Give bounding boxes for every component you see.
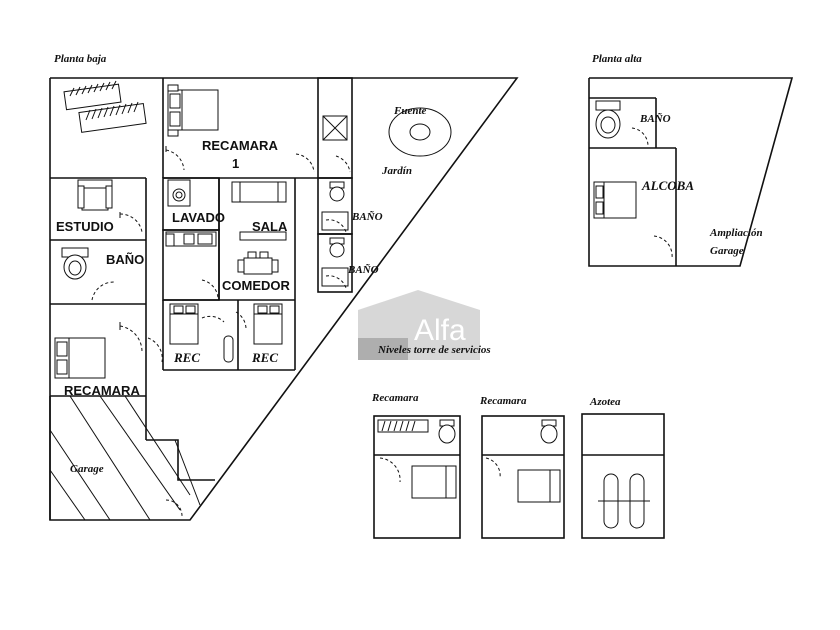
bed-icon — [54, 337, 106, 379]
bano-torre-2-room — [317, 233, 353, 293]
dining-table-icon — [237, 251, 279, 275]
sofa-icon — [231, 181, 287, 241]
planta-alta-title: Planta alta — [592, 53, 642, 65]
upper-floor-plan — [588, 77, 794, 267]
level-recamara-2 — [481, 415, 565, 539]
kitchen-counter-icon — [165, 231, 217, 247]
toilet-icon — [438, 419, 456, 444]
bed-icon — [593, 181, 637, 219]
fuente-label: Fuente — [393, 105, 427, 117]
desk-chair-icon — [77, 179, 113, 211]
recamara-1-label: RECAMARA — [202, 138, 278, 153]
water-tank-icon — [598, 473, 650, 529]
toilet-icon — [595, 100, 621, 139]
comedor-label: COMEDOR — [222, 278, 291, 293]
washer-icon — [167, 179, 191, 207]
bano-torre-1-label: BAÑO — [351, 211, 383, 223]
ampliacion-garage-label: Garage — [710, 245, 744, 257]
level-azotea-label: Azotea — [589, 396, 621, 408]
bano-label: BAÑO — [106, 252, 144, 267]
rec-1-label: REC — [173, 350, 200, 365]
ground-floor-plan — [49, 77, 519, 521]
planta-baja-title: Planta baja — [54, 53, 107, 65]
bed-icon — [253, 303, 283, 345]
level-recamara-1-label: Recamara — [371, 392, 419, 404]
level-azotea — [581, 413, 665, 539]
bed-icon — [517, 469, 561, 503]
ground-floor-furniture — [54, 80, 452, 379]
bed-icon — [167, 84, 219, 137]
recamara-1-number: 1 — [232, 156, 239, 171]
bed-icon — [169, 303, 199, 345]
ampliacion-label: Ampliación — [709, 227, 763, 239]
fountain-icon — [388, 107, 452, 157]
estudio-label: ESTUDIO — [56, 219, 114, 234]
alcoba-label: ALCOBA — [641, 178, 694, 193]
upper-floor-outline — [588, 77, 794, 267]
bano-alta-label: BAÑO — [639, 113, 671, 125]
niveles-title: Niveles torre de servicios — [377, 344, 491, 356]
alfa-logo: Alfa — [358, 290, 480, 360]
toilet-icon — [223, 335, 234, 363]
level-recamara-2-label: Recamara — [479, 395, 527, 407]
rec-2-label: REC — [251, 350, 278, 365]
toilet-icon — [321, 237, 349, 287]
bed-icon — [411, 465, 457, 499]
watermark-text: Alfa — [414, 314, 466, 347]
toilet-icon — [321, 181, 349, 231]
bookshelf-icon — [63, 80, 147, 133]
garage-label: Garage — [70, 463, 104, 475]
ground-floor-outline — [49, 77, 519, 521]
toilet-icon — [540, 419, 558, 444]
bano-torre-2-label: BAÑO — [347, 264, 379, 276]
toilet-icon — [61, 247, 89, 280]
recamara-label: RECAMARA — [64, 383, 140, 398]
lavado-label: LAVADO — [172, 210, 225, 225]
door-swings — [91, 146, 351, 517]
jardin-label: Jardín — [381, 165, 412, 177]
level-recamara-1 — [373, 415, 461, 539]
sala-label: SALA — [252, 219, 288, 234]
